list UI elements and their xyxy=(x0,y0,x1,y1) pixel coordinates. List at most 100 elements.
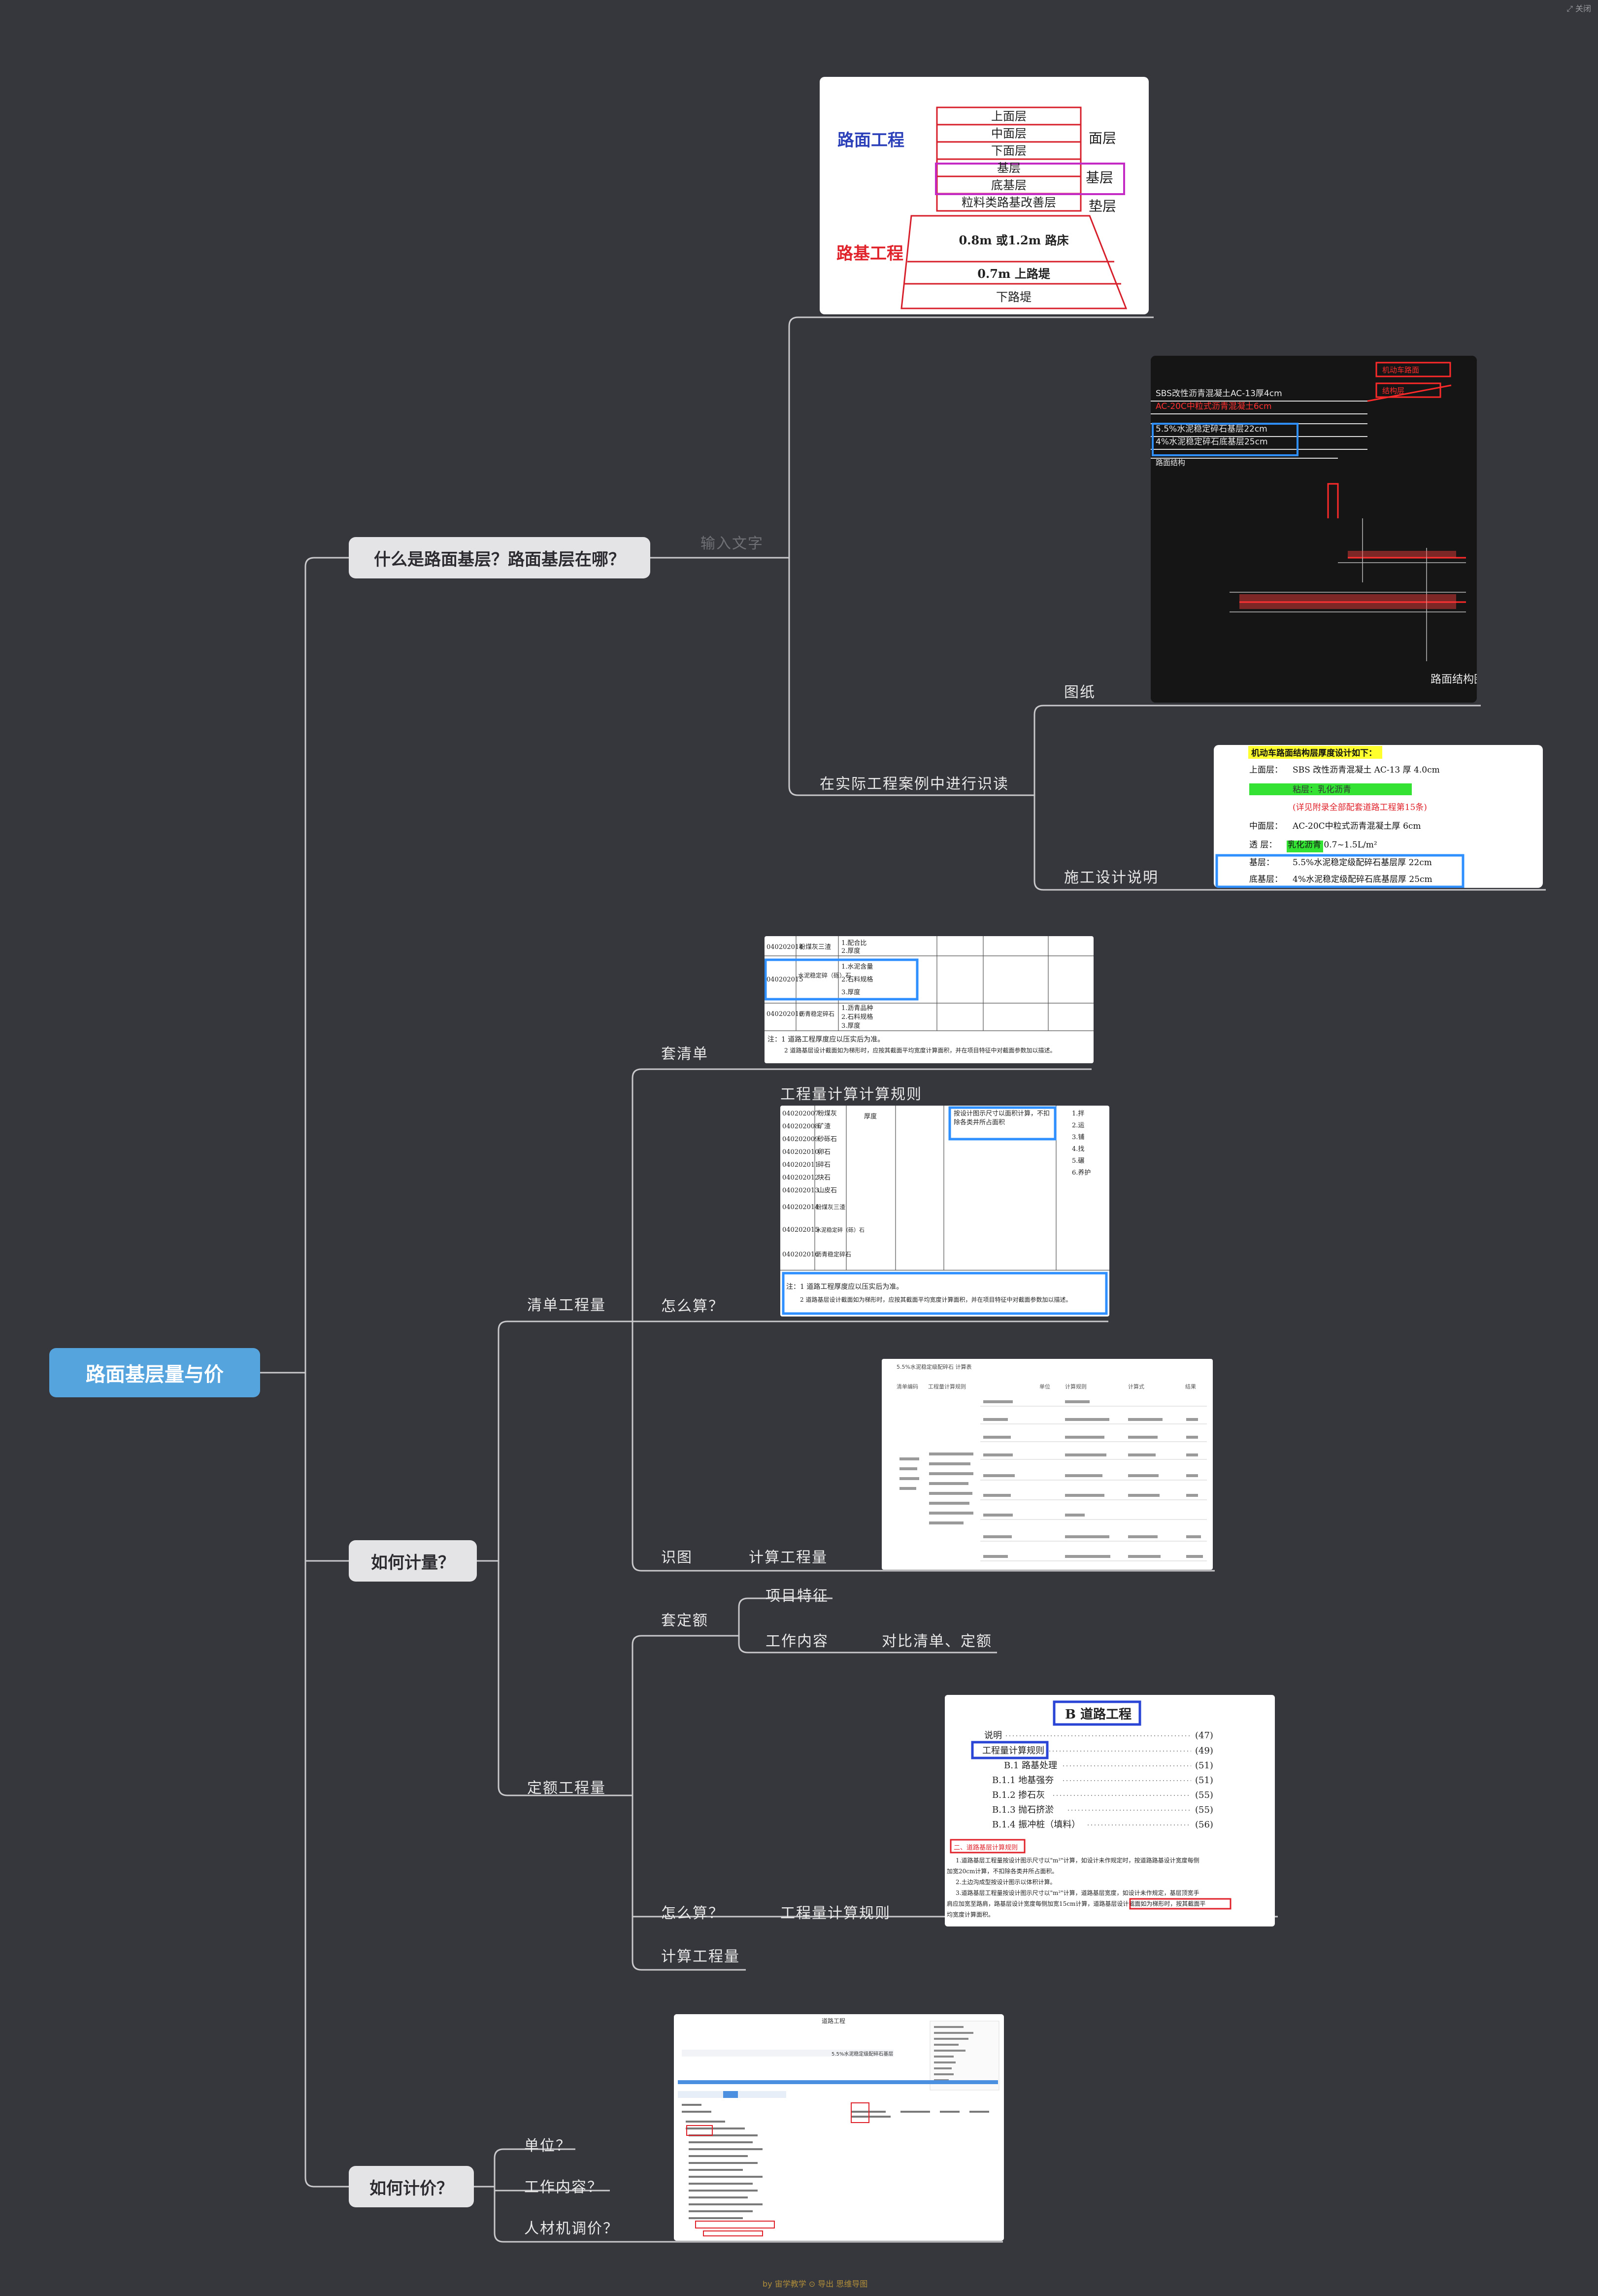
topic-quota-how[interactable]: 怎么算？ xyxy=(661,1905,724,1922)
topic-bill-rules[interactable]: 工程量计算计算规则 xyxy=(780,1086,922,1103)
quota-text-3: 2.土边沟成型按设计图示以体积计算。 xyxy=(956,1878,1056,1886)
rule-name-3: 砂砾石 xyxy=(818,1136,837,1143)
rule-name-8: 粉煤灰三渣 xyxy=(816,1204,845,1211)
rule-code-1: 040202007 xyxy=(782,1110,819,1117)
layer-subbase: 底基层 xyxy=(991,178,1027,192)
topic-quota-feature[interactable]: 项目特征 xyxy=(766,1587,829,1605)
image-pricing-software[interactable]: 道路工程 5.5%水泥稳定级配碎石基层 xyxy=(674,2014,1004,2241)
quota-toc-6: B.1.3 抛石挤淤 xyxy=(992,1805,1054,1815)
topic-bill-read[interactable]: 识图 xyxy=(661,1549,693,1566)
topic-drawing[interactable]: 图纸 xyxy=(1064,684,1096,701)
topic-bill-calc[interactable]: 计算工程量 xyxy=(749,1549,828,1566)
topic-quota-calc[interactable]: 计算工程量 xyxy=(661,1948,740,1965)
bill-feature-5: 3.厚度 xyxy=(841,988,860,996)
rule-note-2: 2 道路基层设计截面如为梯形时，应按其截面平均宽度计算面积，并在项目特征中对截面… xyxy=(800,1296,1071,1303)
rule-side-5: 5.碾 xyxy=(1072,1157,1084,1165)
topic-bill-set[interactable]: 套清单 xyxy=(661,1046,708,1063)
spec-row6-label: 基层： xyxy=(1249,858,1274,868)
topic-bill-quantity[interactable]: 清单工程量 xyxy=(527,1297,606,1314)
rule-side-6: 6.养护 xyxy=(1072,1169,1091,1177)
topic-quota-rules[interactable]: 工程量计算规则 xyxy=(780,1905,891,1922)
bill-feature-1: 1.配合比 xyxy=(841,940,866,947)
cad-tag-1: 机动车路面 xyxy=(1382,366,1419,374)
spec-row1-label: 上面层： xyxy=(1249,765,1283,775)
bill-feature-6: 1.沥青品种 xyxy=(841,1005,873,1012)
software-item: 5.5%水泥稳定级配碎石基层 xyxy=(832,2051,893,2057)
subgrade-lower: 下路堤 xyxy=(996,290,1032,304)
layer-middle: 中面层 xyxy=(991,127,1027,140)
spec-title: 机动车路面结构层厚度设计如下： xyxy=(1251,748,1377,758)
calc-col-1: 清单编码 xyxy=(897,1383,918,1390)
quota-toc-3-page: (51) xyxy=(1195,1760,1213,1771)
topic-quota-work[interactable]: 工作内容 xyxy=(766,1633,829,1650)
topic-bill-how[interactable]: 怎么算？ xyxy=(661,1298,724,1315)
spec-row6-value: 5.5%水泥稳定级配碎石基层厚 22cm xyxy=(1293,858,1432,868)
subgrade-upper: 0.7m 上路堤 xyxy=(977,267,1051,281)
bill-code-1: 040202014 xyxy=(766,944,803,951)
label-pavement-engineering: 路面工程 xyxy=(837,131,904,150)
rule-code-8: 040202014 xyxy=(782,1204,819,1211)
quota-toc-4-page: (51) xyxy=(1195,1775,1213,1786)
calc-header: 5.5%水泥稳定级配碎石 计算表 xyxy=(897,1363,971,1370)
quota-toc-3: B.1 路基处理 xyxy=(1004,1760,1057,1771)
spec-row4-value: AC-20C中粒式沥青混凝土厚 6cm xyxy=(1292,821,1421,831)
rule-name-2: 矿渣 xyxy=(818,1123,831,1130)
label-subgrade-engineering: 路基工程 xyxy=(836,244,903,264)
root-topic[interactable]: 路面基层量与价 xyxy=(49,1348,260,1397)
topic-quota-set[interactable]: 套定额 xyxy=(661,1612,708,1629)
quota-text-6: 均宽度计算面积。 xyxy=(947,1911,994,1918)
quota-toc-6-page: (55) xyxy=(1195,1805,1213,1815)
rule-note-1: 注：1 道路工程厚度应以压实后为准。 xyxy=(786,1283,903,1291)
rule-code-9: 040202015 xyxy=(782,1226,819,1234)
branch-how-to-measure[interactable]: 如何计量？ xyxy=(349,1540,477,1582)
rule-feature: 厚度 xyxy=(864,1113,877,1120)
calc-col-5: 计算式 xyxy=(1128,1383,1144,1390)
topic-price-adjust[interactable]: 人材机调价？ xyxy=(524,2220,619,2237)
cad-line-1: SBS改性沥青混凝土AC-13厚4cm xyxy=(1156,389,1282,399)
calc-col-2: 工程量计算规则 xyxy=(928,1383,966,1390)
image-calc-table[interactable]: 5.5%水泥稳定级配碎石 计算表 清单编码 工程量计算规则 单位 计算规则 计算… xyxy=(882,1359,1213,1570)
topic-quota-compare[interactable]: 对比清单、定额 xyxy=(882,1633,992,1650)
rule-name-10: 沥青稳定碎石 xyxy=(816,1250,851,1258)
spec-row5-label: 透 层： xyxy=(1249,840,1277,850)
rule-side-4: 4.找 xyxy=(1072,1146,1084,1153)
rule-name-5: 碎石 xyxy=(818,1161,831,1169)
rule-code-4: 040202010 xyxy=(782,1148,819,1156)
topic-design-spec[interactable]: 施工设计说明 xyxy=(1064,869,1159,886)
branch-how-to-price[interactable]: 如何计价？ xyxy=(349,2166,474,2207)
label-surface: 面层 xyxy=(1089,130,1116,146)
quota-toc-5: B.1.2 掺石灰 xyxy=(992,1790,1045,1800)
quota-toc-2-page: (49) xyxy=(1195,1746,1213,1756)
rule-side-2: 2.运 xyxy=(1072,1122,1084,1129)
cad-title-text: 路面结构图 xyxy=(1431,674,1477,686)
calc-col-3: 单位 xyxy=(1039,1383,1050,1390)
topic-price-unit[interactable]: 单位？ xyxy=(524,2137,571,2155)
image-pavement-structure[interactable]: 路面工程 路基工程 上面层 中面层 下面层 基层 底基层 粒料类路基改善层 0.… xyxy=(820,77,1149,314)
rule-name-6: 块石 xyxy=(818,1174,831,1182)
image-cad-drawing[interactable]: SBS改性沥青混凝土AC-13厚4cm AC-20C中粒式沥青混凝土6cm 5.… xyxy=(1151,356,1477,703)
quota-toc-5-page: (55) xyxy=(1195,1790,1213,1800)
bill-feature-2: 2.厚度 xyxy=(841,947,860,955)
bill-feature-7: 2.石料规格 xyxy=(841,1013,873,1021)
placeholder-topic[interactable]: 输入文字 xyxy=(700,535,764,552)
bill-feature-4: 2.石料规格 xyxy=(841,976,873,983)
topic-case-reading[interactable]: 在实际工程案例中进行识读 xyxy=(820,776,1009,793)
rule-code-2: 040202008 xyxy=(782,1123,819,1130)
image-bill-table[interactable]: 040202014 粉煤灰三渣 1.配合比 2.厚度 040202015 水泥稳… xyxy=(765,936,1094,1063)
spec-row4-label: 中面层： xyxy=(1249,821,1283,831)
image-quota-book[interactable]: B 道路工程 说明 (47) 工程量计算规则 (49) B.1 路基处理 (51… xyxy=(945,1695,1275,1926)
cad-line-2: AC-20C中粒式沥青混凝土6cm xyxy=(1156,402,1272,411)
footer-credit: by 宙学教学 ⊙ 导出 思维导图 xyxy=(763,2279,868,2289)
fullscreen-toggle[interactable]: ⤢ 关闭 xyxy=(1566,4,1591,13)
topic-price-work[interactable]: 工作内容？ xyxy=(524,2179,603,2196)
branch-what-is-base[interactable]: 什么是路面基层？路面基层在哪？ xyxy=(349,537,650,578)
image-design-spec[interactable]: 机动车路面结构层厚度设计如下： 上面层： SBS 改性沥青混凝土 AC-13 厚… xyxy=(1214,745,1543,888)
cad-tag-2: 结构层 xyxy=(1382,386,1404,395)
calc-col-6: 结果 xyxy=(1185,1384,1196,1390)
bill-note-2: 2 道路基层设计截面如为梯形时，应按其截面平均宽度计算面积，并在项目特征中对截面… xyxy=(784,1047,1056,1054)
topic-quota-quantity[interactable]: 定额工程量 xyxy=(527,1780,606,1797)
quota-text-1: 1.道路基层工程量按设计图示尺寸以"m²"计算，如设计未作规定时，按道路路基设计… xyxy=(956,1857,1199,1864)
cad-line-3: 5.5%水泥稳定碎石基层22cm xyxy=(1156,424,1267,434)
rule-text: 按设计图示尺寸以面积计算，不扣除各类井所占面积 xyxy=(954,1110,1050,1126)
image-bill-rules[interactable]: 040202007 040202008 040202009 040202010 … xyxy=(780,1106,1109,1317)
